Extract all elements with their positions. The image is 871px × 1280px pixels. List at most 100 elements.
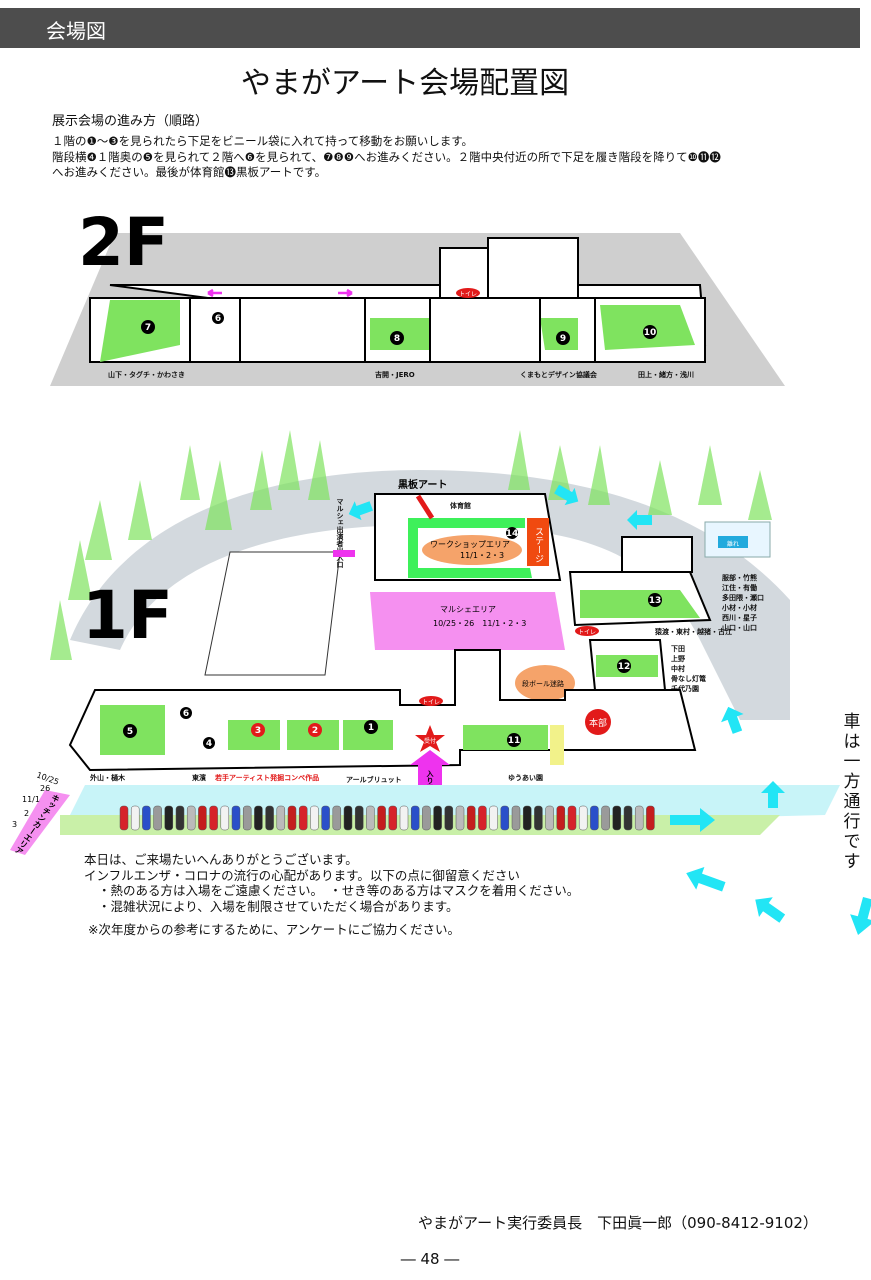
room-number-14: 14: [506, 527, 518, 539]
parked-car: [500, 805, 510, 831]
parked-car: [164, 805, 174, 831]
annex-roof: [718, 536, 748, 548]
room-number-13: 13: [648, 593, 662, 607]
route-line: へお進みください。最後が体育館⓭黒板アートです。: [52, 165, 327, 179]
kitchen-car-area: [10, 790, 70, 855]
parked-car: [198, 805, 207, 831]
cardboard-maze: [515, 665, 575, 701]
parked-car: [578, 805, 588, 831]
trees: [50, 430, 772, 660]
parked-car: [410, 805, 420, 831]
floor1-label: 1F: [82, 577, 173, 654]
svg-text:上野: 上野: [671, 654, 685, 663]
marche-dates: 10/25・26 11/1・2・3: [433, 619, 526, 628]
parked-car: [310, 805, 319, 831]
parked-car: [343, 805, 353, 831]
route-line: 階段横❹１階奥の❺を見られて２階へ❻を見られて、❼❽❾へお進みください。２階中央…: [52, 149, 721, 164]
parked-car: [220, 805, 230, 831]
parked-car: [646, 805, 655, 831]
contact: やまがアート実行委員長 下田眞一郎（090-8412-9102）: [418, 1214, 818, 1232]
svg-text:8: 8: [394, 334, 400, 344]
svg-text:小材・小材: 小材・小材: [721, 603, 757, 612]
parked-car: [242, 805, 252, 831]
route-instructions: １階の❶〜❸を見られたら下足をビニール袋に入れて持って移動をお願いします。 階段…: [52, 134, 812, 181]
parked-car: [455, 805, 465, 831]
svg-text:11/1: 11/1: [22, 795, 40, 804]
annex-label: 離れ: [727, 540, 739, 548]
svg-text:2: 2: [24, 809, 29, 818]
room-number-5: 5: [123, 724, 137, 738]
parked-car: [366, 805, 375, 831]
page-number: ― 48 ―: [400, 1250, 460, 1268]
section-header: 会場図: [0, 8, 860, 48]
svg-text:10: 10: [644, 328, 657, 338]
one-way-notice: 車は一方通行です: [843, 712, 861, 872]
svg-text:千代乃園: 千代乃園: [671, 684, 699, 693]
parked-car: [433, 805, 442, 831]
page-title: やまがアート会場配置図: [240, 66, 570, 101]
svg-text:2: 2: [312, 726, 318, 736]
room-number-6: 6: [212, 312, 224, 324]
room-7: [100, 300, 180, 362]
workshop-green: [408, 518, 532, 578]
parked-car: [399, 805, 409, 831]
svg-text:9: 9: [560, 334, 566, 344]
parked-car: [153, 805, 162, 831]
room-number-9: 9: [556, 331, 570, 345]
svg-text:山口・山口: 山口・山口: [722, 623, 757, 632]
svg-text:骨なし灯篭: 骨なし灯篭: [671, 674, 706, 683]
artist-label: 東濱: [192, 773, 206, 782]
parked-car: [287, 805, 297, 831]
parked-car: [377, 805, 386, 831]
survey-note: ※次年度からの参考にするために、アンケートにご協力ください。: [88, 922, 460, 937]
svg-text:3: 3: [12, 820, 17, 829]
parked-car: [623, 805, 633, 831]
svg-text:トイレ: トイレ: [459, 291, 477, 298]
room12-artists: 下田 上野 中村 骨なし灯篭 千代乃園: [671, 645, 706, 693]
notice-bullet: ・熱のある方は入場をご遠慮ください。 ・せき等のある方はマスクを着用ください。: [98, 883, 580, 898]
svg-text:江住・有働: 江住・有働: [722, 583, 757, 592]
svg-text:トイレ: トイレ: [422, 699, 440, 706]
svg-text:トイレ: トイレ: [578, 629, 596, 636]
parked-car: [444, 805, 454, 831]
parked-car: [567, 805, 577, 831]
floor2-upper-block: [487, 237, 579, 299]
toilet-1f-right: トイレ: [575, 626, 599, 636]
artist-label: 外山・樋木: [90, 773, 126, 782]
svg-text:13: 13: [649, 596, 662, 606]
parked-car: [276, 805, 286, 831]
artist-label: 吉開・JERO: [375, 370, 415, 379]
reception-star: 受付: [415, 725, 445, 752]
room13-artists: 服部・竹熊 江住・有働 多田隈・瀬口 小材・小材 西川・星子 山口・山口 猿渡・…: [654, 573, 764, 636]
parked-car: [489, 805, 498, 831]
arrow-down-icon: [415, 494, 435, 520]
room-number-4: 4: [203, 737, 215, 749]
svg-text:3: 3: [255, 726, 261, 736]
room-number-2: 2: [308, 723, 322, 737]
artist-label: 若手アーティスト発掘コンペ作品: [215, 773, 319, 782]
stage-label: ステージ: [533, 527, 544, 563]
parked-car: [332, 805, 342, 831]
parked-car: [119, 805, 129, 831]
marche-entrance-mark: [333, 550, 355, 557]
svg-text:4: 4: [206, 739, 212, 749]
notice: 本日は、ご来場たいへんありがとうございます。 インフルエンザ・コロナの流行の心配…: [84, 852, 579, 938]
room-number-11: 11: [507, 733, 521, 747]
svg-text:中村: 中村: [671, 664, 685, 673]
room-number-1: 1: [364, 720, 378, 734]
parked-car: [466, 805, 476, 831]
parked-car: [298, 805, 308, 831]
svg-text:入り口: 入り口: [426, 770, 435, 792]
parked-car: [321, 805, 330, 831]
room-11: [463, 725, 548, 750]
svg-text:西川・星子: 西川・星子: [722, 613, 757, 622]
parked-car: [478, 805, 487, 831]
section-title: 会場図: [46, 19, 106, 43]
parked-car: [186, 805, 196, 831]
svg-text:多田隈・瀬口: 多田隈・瀬口: [722, 593, 764, 602]
gym-label: 体育館: [450, 501, 471, 510]
notice-line: 本日は、ご来場たいへんありがとうございます。: [84, 852, 358, 867]
workshop-label: ワークショップエリア: [430, 540, 510, 549]
room-number-10: 10: [643, 325, 657, 339]
parked-car: [612, 805, 622, 831]
